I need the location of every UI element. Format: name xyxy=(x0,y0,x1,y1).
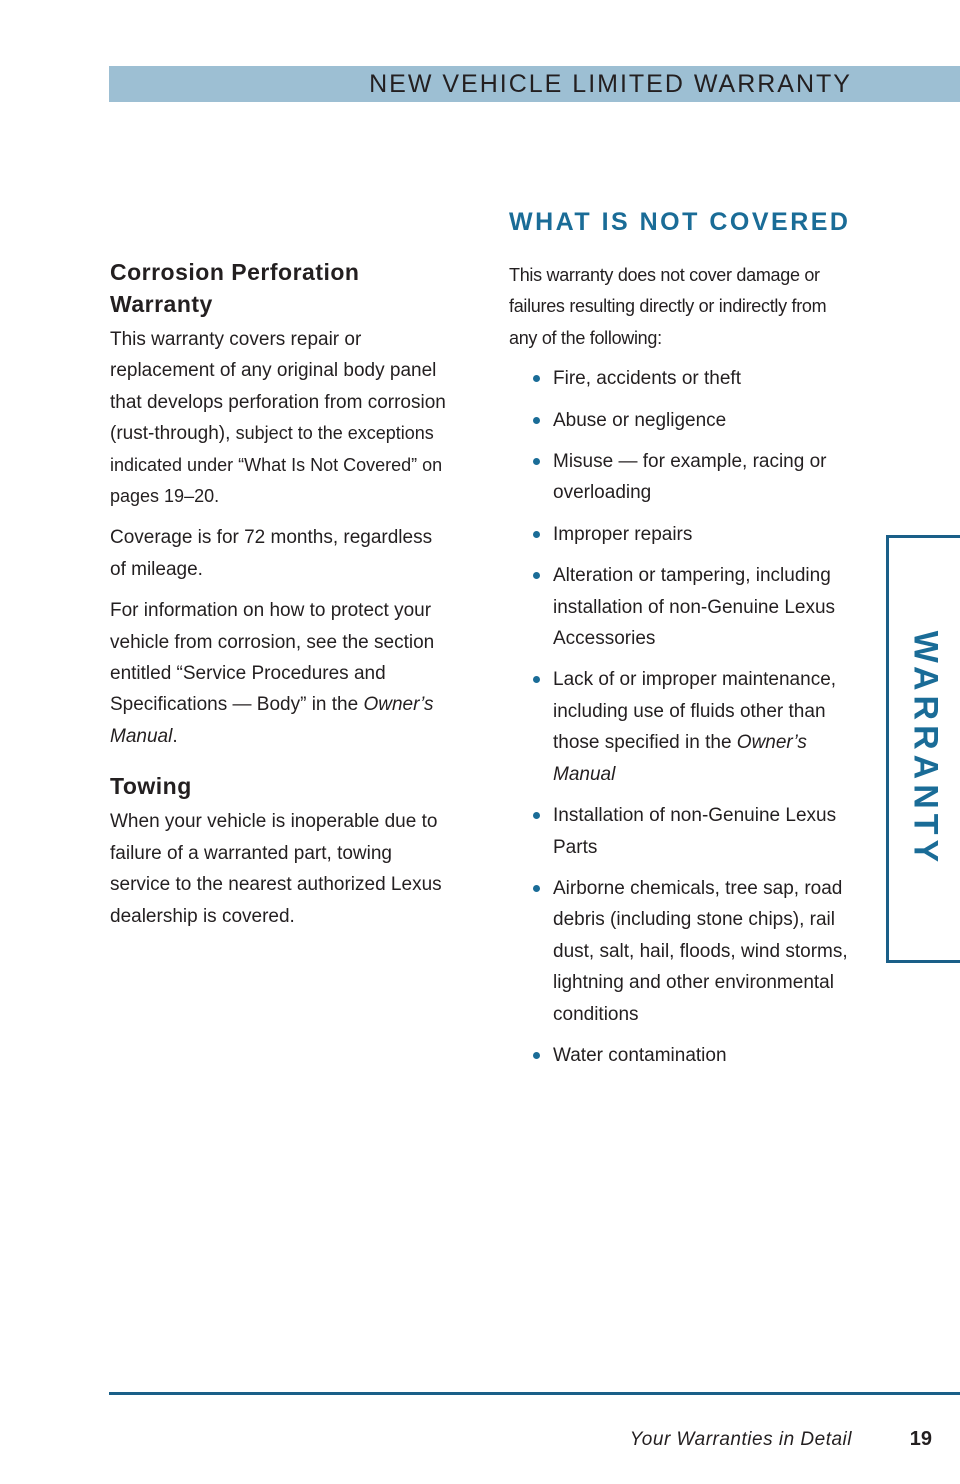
list-item-text: Water contamination xyxy=(553,1044,727,1066)
header-bar: NEW VEHICLE LIMITED WARRANTY xyxy=(109,66,960,102)
corrosion-p1-small: subject to the exceptions indicated unde… xyxy=(110,423,443,507)
list-item-text: Fire, accidents or theft xyxy=(553,368,741,390)
corrosion-heading: Corrosion Perforation Warranty xyxy=(110,259,360,317)
list-item: Airborne chemicals, tree sap, road debri… xyxy=(529,873,854,1030)
bullet-icon xyxy=(533,1051,540,1059)
corrosion-paragraph-3: For information on how to protect your v… xyxy=(110,595,450,752)
bullet-icon xyxy=(533,530,540,538)
bullet-icon xyxy=(533,884,540,892)
footer-title: Your Warranties in Detail xyxy=(629,1429,852,1450)
list-item: Misuse — for example, racing or overload… xyxy=(529,446,854,509)
corrosion-paragraph-2: Coverage is for 72 months, regardless of… xyxy=(110,527,433,580)
list-item-text: Improper repairs xyxy=(553,523,693,545)
towing-paragraph: When your vehicle is inoperable due to f… xyxy=(110,811,442,927)
list-item: Installation of non-Genuine Lexus Parts xyxy=(529,800,854,863)
page-number: 19 xyxy=(909,1428,932,1450)
bullet-icon xyxy=(533,676,540,684)
list-item: Water contamination xyxy=(529,1040,854,1071)
side-tab-label: WARRANTY xyxy=(906,630,944,868)
owners-manual-ref: Owner’s Manual xyxy=(110,694,434,747)
owners-manual-ref: Owner’s Manual xyxy=(553,732,807,785)
footer-divider xyxy=(109,1392,960,1395)
corrosion-p3-main: For information on how to protect your v… xyxy=(110,600,435,716)
right-column: WHAT IS NOT COVERED This warranty does n… xyxy=(509,206,854,1081)
bullet-icon xyxy=(533,812,540,820)
towing-heading: Towing xyxy=(110,773,192,800)
bullet-icon xyxy=(533,416,540,424)
bullet-icon xyxy=(533,375,540,383)
not-covered-intro: This warranty does not cover damage or f… xyxy=(509,265,827,348)
list-item-text: Lack of or improper maintenance, includi… xyxy=(553,669,837,754)
list-item-text: Misuse — for example, racing or overload… xyxy=(553,451,827,504)
list-item: Improper repairs xyxy=(529,519,854,550)
corrosion-paragraph-1: This warranty covers repair or replaceme… xyxy=(110,324,450,512)
bullet-icon xyxy=(533,458,540,466)
bullet-icon xyxy=(533,572,540,580)
corrosion-p3-end: . xyxy=(172,725,178,747)
list-item-text: Alteration or tampering, including insta… xyxy=(553,565,836,650)
list-item: Lack of or improper maintenance, includi… xyxy=(529,664,854,790)
list-item-text: Abuse or negligence xyxy=(553,409,727,431)
list-item: Fire, accidents or theft xyxy=(529,363,854,394)
exclusions-list: Fire, accidents or theft Abuse or neglig… xyxy=(509,363,854,1071)
list-item-text: Airborne chemicals, tree sap, road debri… xyxy=(553,877,848,1025)
corrosion-p1-main: This warranty covers repair or replaceme… xyxy=(110,329,446,445)
header-title: NEW VEHICLE LIMITED WARRANTY xyxy=(369,70,852,98)
not-covered-heading: WHAT IS NOT COVERED xyxy=(509,208,851,236)
list-item: Alteration or tampering, including insta… xyxy=(529,560,854,654)
left-column: Corrosion Perforation Warranty This warr… xyxy=(110,256,450,942)
list-item: Abuse or negligence xyxy=(529,405,854,436)
list-item-text: Installation of non-Genuine Lexus Parts xyxy=(553,805,837,858)
section-side-tab: WARRANTY xyxy=(886,535,960,963)
